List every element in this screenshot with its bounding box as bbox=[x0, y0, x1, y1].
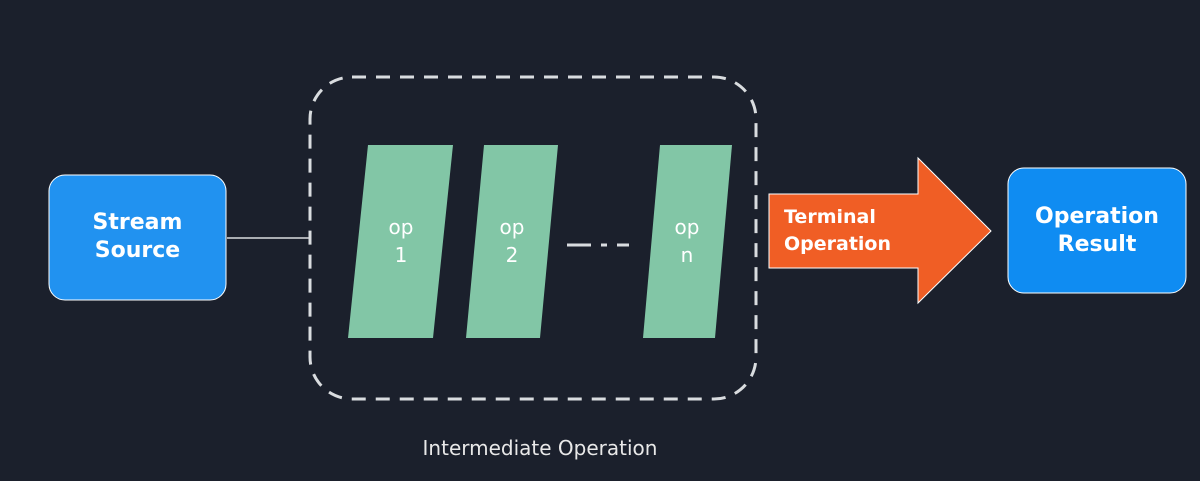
op-n-line1: op bbox=[674, 215, 700, 239]
op-1-box bbox=[348, 145, 453, 338]
operation-result-box bbox=[1007, 167, 1187, 294]
op-1-label: op 1 bbox=[371, 213, 431, 269]
terminal-operation-label: Terminal Operation bbox=[784, 204, 891, 258]
op-1-line2: 1 bbox=[394, 243, 408, 267]
operation-result-label: Operation Result bbox=[1008, 203, 1186, 259]
intermediate-group-border bbox=[308, 75, 758, 401]
intermediate-operation-caption: Intermediate Operation bbox=[422, 436, 658, 460]
op-2-line1: op bbox=[499, 215, 525, 239]
operation-result-line1: Operation bbox=[1035, 204, 1159, 229]
terminal-operation-arrow bbox=[768, 156, 992, 305]
op-2-label: op 2 bbox=[482, 213, 542, 269]
stream-source-box bbox=[48, 174, 227, 301]
op-2-box bbox=[466, 145, 558, 338]
stream-source-line2: Source bbox=[94, 238, 181, 263]
stream-source-label: Stream Source bbox=[49, 209, 226, 265]
operation-result-line2: Result bbox=[1057, 232, 1137, 257]
op-1-line1: op bbox=[388, 215, 414, 239]
op-n-line2: n bbox=[680, 243, 694, 267]
stream-source-line1: Stream bbox=[92, 210, 183, 235]
op-n-label: op n bbox=[657, 213, 717, 269]
terminal-operation-line2: Operation bbox=[784, 233, 892, 255]
op-n-box bbox=[643, 145, 732, 338]
terminal-operation-line1: Terminal bbox=[784, 206, 876, 228]
op-2-line2: 2 bbox=[505, 243, 519, 267]
